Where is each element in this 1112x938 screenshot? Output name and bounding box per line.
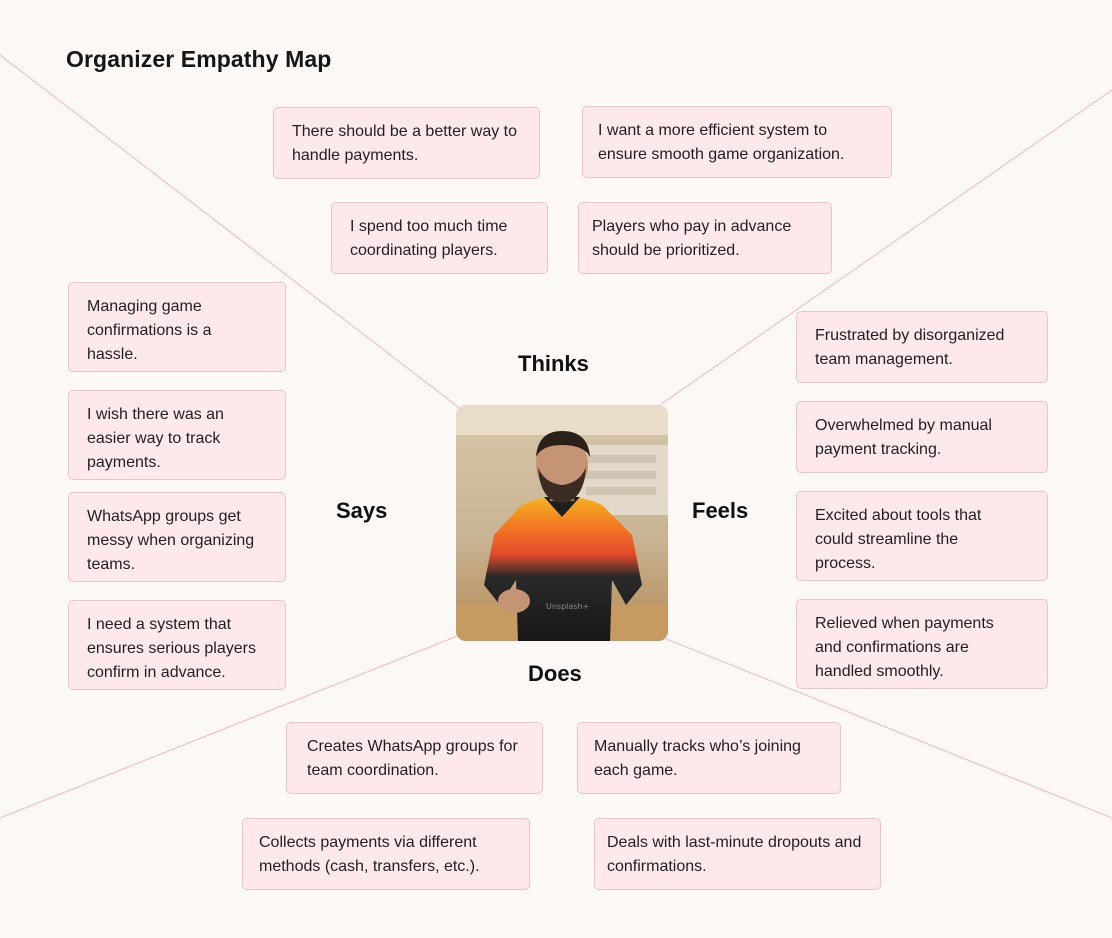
does-label: Does xyxy=(528,661,582,686)
divider-top-right xyxy=(659,89,1112,406)
does-card-4: Deals with last-minute dropouts and conf… xyxy=(594,818,881,890)
organizer-photo: Unsplash+ xyxy=(456,405,668,641)
thinks-label: Thinks xyxy=(518,351,589,376)
feels-card-1: Frustrated by disorganized team manageme… xyxy=(796,311,1048,383)
thinks-card-1: There should be a better way to handle p… xyxy=(273,107,540,179)
page-title: Organizer Empathy Map xyxy=(66,46,332,72)
does-card-1: Creates WhatsApp groups for team coordin… xyxy=(286,722,543,794)
says-card-1: Managing game confirmations is a hassle. xyxy=(68,282,286,372)
says-card-3: WhatsApp groups get messy when organizin… xyxy=(68,492,286,582)
says-card-2: I wish there was an easier way to track … xyxy=(68,390,286,480)
divider-bottom-left xyxy=(0,634,461,819)
does-card-2: Manually tracks who’s joining each game. xyxy=(577,722,841,794)
does-card-3: Collects payments via different methods … xyxy=(242,818,530,890)
feels-card-2: Overwhelmed by manual payment tracking. xyxy=(796,401,1048,473)
divider-top-left xyxy=(0,54,463,411)
photo-watermark: Unsplash+ xyxy=(546,602,589,611)
divider-bottom-right xyxy=(663,637,1112,819)
says-label: Says xyxy=(336,498,388,523)
thinks-card-2: I want a more efficient system to ensure… xyxy=(582,106,892,178)
says-card-4: I need a system that ensures serious pla… xyxy=(68,600,286,690)
feels-label: Feels xyxy=(692,498,749,523)
thinks-card-4: Players who pay in advance should be pri… xyxy=(578,202,832,274)
thinks-card-3: I spend too much time coordinating playe… xyxy=(331,202,548,274)
feels-card-3: Excited about tools that could streamlin… xyxy=(796,491,1048,581)
feels-card-4: Relieved when payments and confirmations… xyxy=(796,599,1048,689)
